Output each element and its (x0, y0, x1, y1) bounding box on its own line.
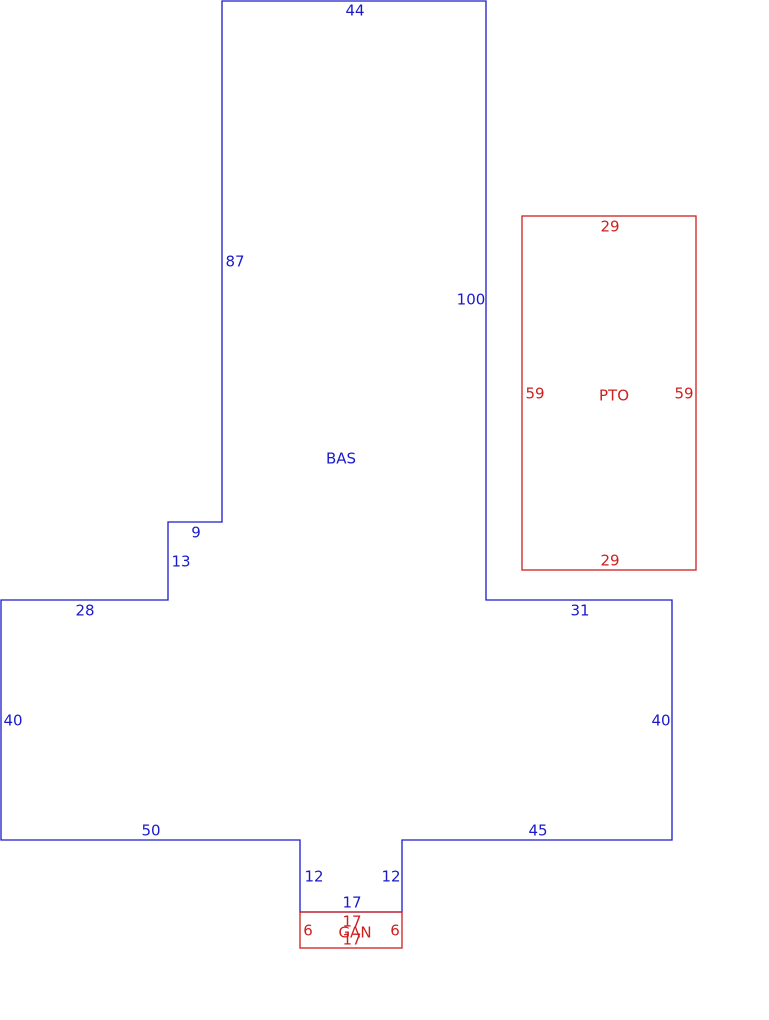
bas-left-wing-top-dimension: 28 (75, 602, 94, 620)
pto-left-dimension: 59 (525, 385, 544, 403)
bas-notch-right-dimension: 12 (381, 868, 400, 886)
bas-step-horizontal-dimension: 9 (191, 524, 201, 542)
bas-top-dimension: 44 (345, 2, 364, 20)
gar-bottom-dimension: 17 (342, 931, 361, 949)
gar-right-dimension: 6 (390, 922, 400, 940)
bas-right-upper-dimension: 100 (457, 291, 486, 309)
bas-right-wing-top-dimension: 31 (570, 602, 589, 620)
bas-step-vertical-dimension: 13 (171, 553, 190, 571)
bas-bottom-right-dimension: 45 (528, 822, 547, 840)
gar-outline (299, 911, 403, 949)
pto-area-code: PTO (599, 387, 629, 405)
bas-left-upper-dimension: 87 (225, 253, 244, 271)
pto-outline (521, 215, 697, 571)
bas-bottom-left-dimension: 50 (141, 822, 160, 840)
pto-top-dimension: 29 (600, 218, 619, 236)
bas-notch-bottom-dimension: 17 (342, 894, 361, 912)
gar-left-dimension: 6 (303, 922, 313, 940)
bas-right-wing-side-dimension: 40 (651, 712, 670, 730)
pto-right-dimension: 59 (674, 385, 693, 403)
bas-area-code: BAS (326, 450, 356, 468)
bas-notch-left-dimension: 12 (304, 868, 323, 886)
gar-top-dimension: 17 (342, 913, 361, 931)
bas-left-wing-side-dimension: 40 (3, 712, 22, 730)
pto-bottom-dimension: 29 (600, 552, 619, 570)
gar-area-code: GAN (338, 924, 371, 942)
